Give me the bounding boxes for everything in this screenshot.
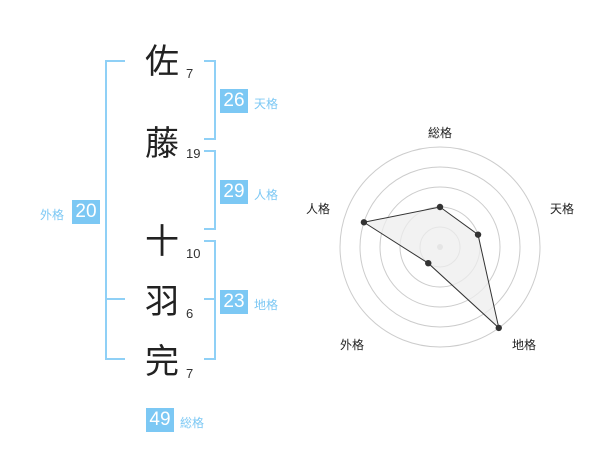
radar-point-2 [474, 231, 482, 238]
name-char-3: 十 [145, 222, 179, 262]
chikaku-bracket-divider [204, 298, 216, 300]
radar-point-3 [495, 324, 502, 332]
radar-grid-ring-3 [379, 186, 501, 308]
stroke-count-1: 7 [186, 66, 194, 81]
jinkaku-label: 人格 [254, 188, 279, 202]
gaikaku-value: 20 [72, 200, 100, 224]
radar-label-soukaku: 総格 [428, 126, 453, 140]
gaikaku-bracket [105, 60, 125, 360]
name-char-1: 佐 [145, 42, 179, 82]
radar-label-chikaku: 地格 [512, 338, 537, 352]
tenkaku-label: 天格 [254, 97, 279, 111]
gaikaku-bracket-divider [105, 298, 125, 300]
radar-label-tenkaku: 天格 [550, 202, 575, 216]
stroke-count-3: 10 [186, 246, 201, 261]
soukaku-value: 49 [146, 408, 174, 432]
radar-label-gaikaku: 外格 [340, 338, 365, 352]
tenkaku-value: 26 [220, 89, 248, 113]
stroke-count-4: 6 [186, 306, 194, 321]
stroke-count-2: 19 [186, 146, 201, 161]
chikaku-label: 地格 [254, 298, 279, 312]
soukaku-label: 総格 [180, 416, 205, 430]
chikaku-bracket [204, 240, 216, 360]
radar-point-4 [425, 259, 432, 267]
stroke-count-5: 7 [186, 366, 194, 381]
chikaku-value: 23 [220, 290, 248, 314]
jinkaku-bracket [204, 150, 216, 230]
name-char-4: 羽 [145, 282, 179, 322]
name-char-5: 完 [145, 342, 179, 382]
fortune-radar-chart [339, 146, 541, 348]
radar-label-jinkaku: 人格 [306, 202, 331, 216]
tenkaku-bracket [204, 60, 216, 140]
jinkaku-value: 29 [220, 180, 248, 204]
radar-grid-ring-1 [339, 146, 541, 348]
name-char-2: 藤 [145, 124, 179, 164]
radar-point-1 [436, 203, 444, 211]
radar-value-polygon [362, 206, 500, 330]
gaikaku-label: 外格 [40, 208, 65, 222]
radar-point-5 [360, 219, 368, 226]
radar-grid-ring-2 [359, 166, 521, 328]
